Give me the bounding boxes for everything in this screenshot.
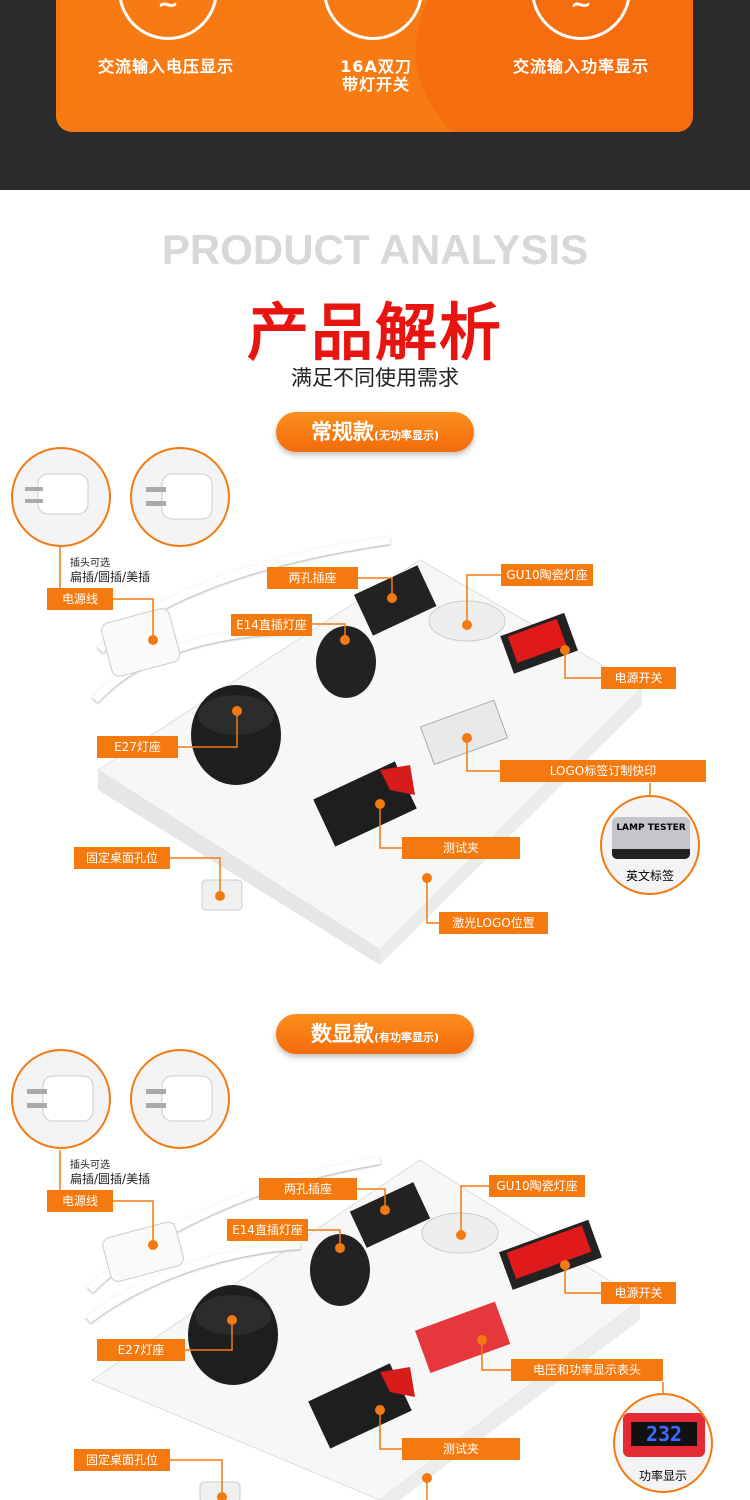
- label-logo-tag: LOGO标签订制快印: [500, 760, 706, 782]
- pill-standard: 常规款(无功率显示): [276, 412, 474, 452]
- label-e14: E14直插灯座: [231, 614, 312, 636]
- label-mount: 固定桌面孔位: [74, 847, 170, 869]
- label-cord: 电源线: [47, 1190, 113, 1212]
- label-laser: 激光LOGO位置: [439, 912, 548, 934]
- plug-us-image: [130, 447, 230, 547]
- feature-card: ~ ~ 交流输入电压显示 16A双刀带灯开关 交流输入功率显示: [56, 0, 693, 132]
- label-clip: 测试夹: [402, 837, 520, 859]
- inset-caption: 英文标签: [625, 869, 674, 883]
- subtitle: 满足不同使用需求: [291, 366, 459, 390]
- feature-switch-line2: 带灯开关: [341, 75, 410, 94]
- label-switch: 电源开关: [601, 1282, 676, 1304]
- plug-flat-image: [11, 1049, 111, 1149]
- feature-switch-line1: 16A双刀: [340, 57, 412, 76]
- label-two-hole: 两孔插座: [267, 567, 358, 589]
- meter-reading: 232: [631, 1422, 697, 1446]
- feature-power: 交流输入功率显示: [512, 57, 649, 76]
- title-cn: 产品解析: [246, 296, 503, 369]
- plug-note-options: 扁插/圆插/美插: [70, 1172, 151, 1186]
- plug-note-small: 插头可选: [70, 558, 110, 569]
- label-meter: 电压和功率显示表头: [511, 1359, 663, 1381]
- plug-note-small: 插头可选: [70, 1160, 110, 1171]
- english-tag-inset: LAMP TESTER 英文标签: [600, 795, 700, 895]
- plug-note-options: 扁插/圆插/美插: [70, 570, 151, 584]
- pill-sub: (有功率显示): [373, 1031, 440, 1044]
- label-clip: 测试夹: [402, 1438, 520, 1460]
- label-two-hole: 两孔插座: [259, 1178, 357, 1200]
- label-switch: 电源开关: [601, 667, 676, 689]
- plug-flat-image: [11, 447, 111, 547]
- pill-main: 常规款: [310, 420, 374, 444]
- pill-sub: (无功率显示): [373, 429, 440, 442]
- label-gu10: GU10陶瓷灯座: [501, 564, 593, 586]
- feature-voltage: 交流输入电压显示: [97, 57, 234, 76]
- power-display-inset: 232 功率显示: [613, 1393, 713, 1493]
- meter-face: 232: [623, 1413, 705, 1457]
- feature-switch: 16A双刀带灯开关: [296, 58, 456, 94]
- title-en: PRODUCT ANALYSIS: [161, 226, 589, 273]
- device-illustration-1: [59, 547, 651, 965]
- label-e27: E27灯座: [97, 1339, 185, 1361]
- label-gu10: GU10陶瓷灯座: [489, 1175, 585, 1197]
- plug-us-image: [130, 1049, 230, 1149]
- label-cord: 电源线: [47, 588, 113, 610]
- top-banner: ~ ~ 交流输入电压显示 16A双刀带灯开关 交流输入功率显示: [0, 0, 750, 190]
- pill-main: 数显款: [310, 1022, 374, 1046]
- label-mount: 固定桌面孔位: [74, 1449, 170, 1471]
- plug-note: 插头可选扁插/圆插/美插: [70, 1160, 150, 1186]
- english-tag: LAMP TESTER: [612, 817, 690, 859]
- inset-caption: 功率显示: [638, 1469, 687, 1483]
- pill-digital: 数显款(有功率显示): [276, 1014, 474, 1054]
- label-e14: E14直插灯座: [227, 1219, 308, 1241]
- plug-note: 插头可选扁插/圆插/美插: [70, 558, 150, 584]
- label-e27: E27灯座: [97, 736, 178, 758]
